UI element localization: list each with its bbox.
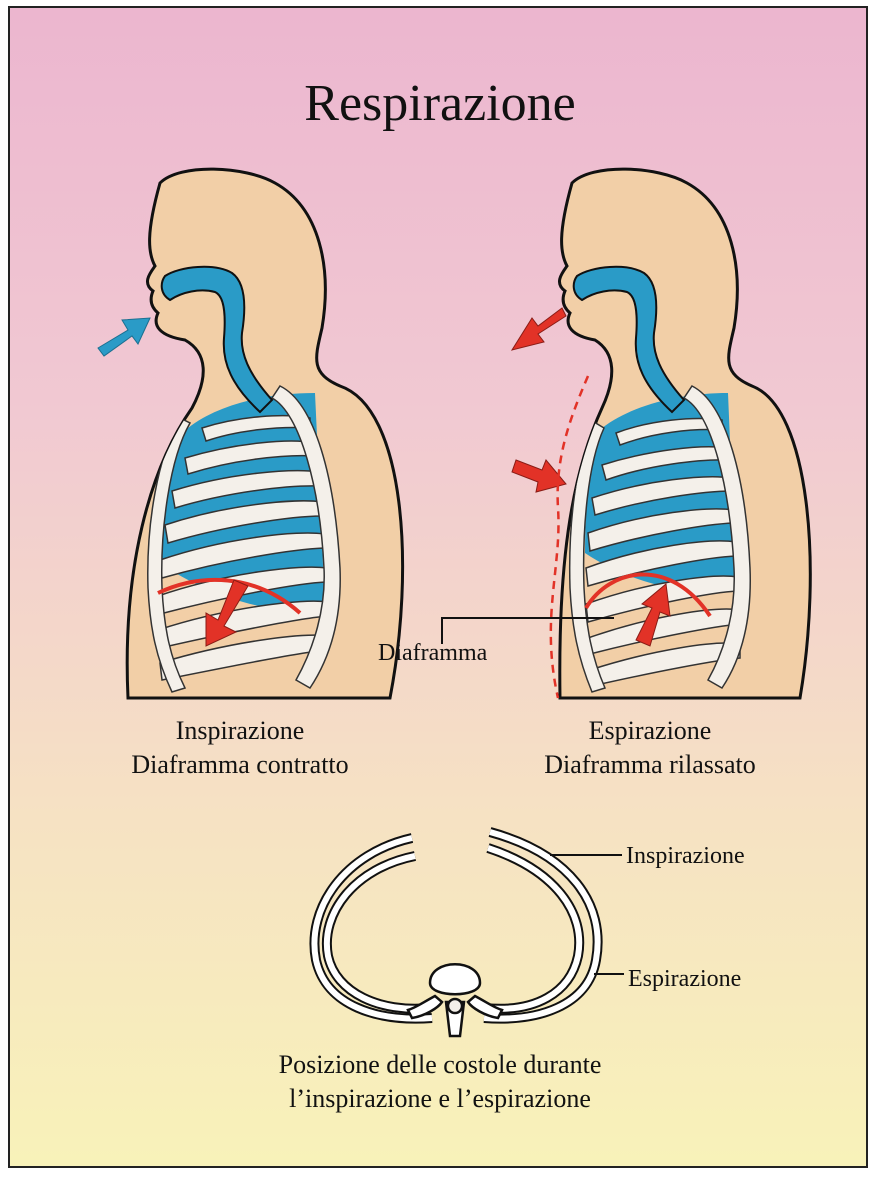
respiration-diagram — [10, 8, 868, 1168]
bottom-caption: Posizione delle costole durante l’inspir… — [190, 1048, 690, 1116]
poster: Respirazione Inspirazione Diaframma cont… — [8, 6, 868, 1168]
inspiration-figure — [98, 169, 403, 698]
inhale-arrow — [98, 318, 150, 356]
rib-inspiration-label: Inspirazione — [626, 843, 745, 870]
inspiration-caption: Inspirazione Diaframma contratto — [90, 714, 390, 782]
inspiration-caption-line1: Inspirazione — [90, 714, 390, 748]
expiration-caption: Espirazione Diaframma rilassato — [490, 714, 810, 782]
expiration-caption-line2: Diaframma rilassato — [490, 748, 810, 782]
bottom-caption-line2: l’inspirazione e l’espirazione — [190, 1082, 690, 1116]
expiration-caption-line1: Espirazione — [490, 714, 810, 748]
diaphragm-label: Diaframma — [378, 640, 487, 667]
rib-expiration-label: Espirazione — [628, 966, 741, 993]
inspiration-caption-line2: Diaframma contratto — [90, 748, 390, 782]
bottom-caption-line1: Posizione delle costole durante — [190, 1048, 690, 1082]
exhale-arrow — [512, 308, 566, 350]
vertebra — [408, 964, 502, 1036]
rib-cross-section — [314, 832, 624, 1036]
page-title: Respirazione — [10, 74, 868, 133]
